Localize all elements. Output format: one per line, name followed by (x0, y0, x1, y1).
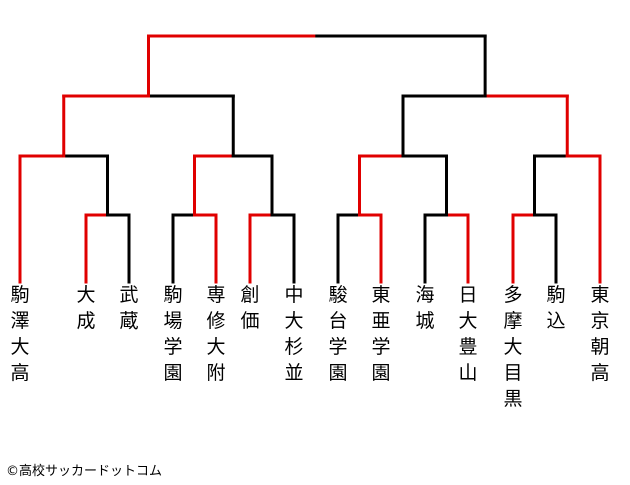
team-label: 日大豊山 (458, 284, 478, 384)
team-label: 駒込 (546, 284, 566, 332)
team-label: 専修大附 (206, 284, 226, 384)
team-label: 多摩大目黒 (503, 284, 523, 410)
team-label: 創価 (240, 284, 260, 332)
copyright-credit: ©高校サッカードットコム (6, 464, 163, 479)
team-label: 大成 (76, 284, 96, 332)
team-label: 海城 (415, 284, 435, 332)
team-label: 中大杉並 (284, 284, 304, 384)
team-label: 東京朝高 (590, 284, 610, 384)
team-label: 駿台学園 (328, 284, 348, 384)
team-label: 駒澤大高 (10, 284, 30, 384)
team-label: 東亜学園 (371, 284, 391, 384)
team-label: 駒場学園 (163, 284, 183, 384)
team-label: 武蔵 (119, 284, 139, 332)
